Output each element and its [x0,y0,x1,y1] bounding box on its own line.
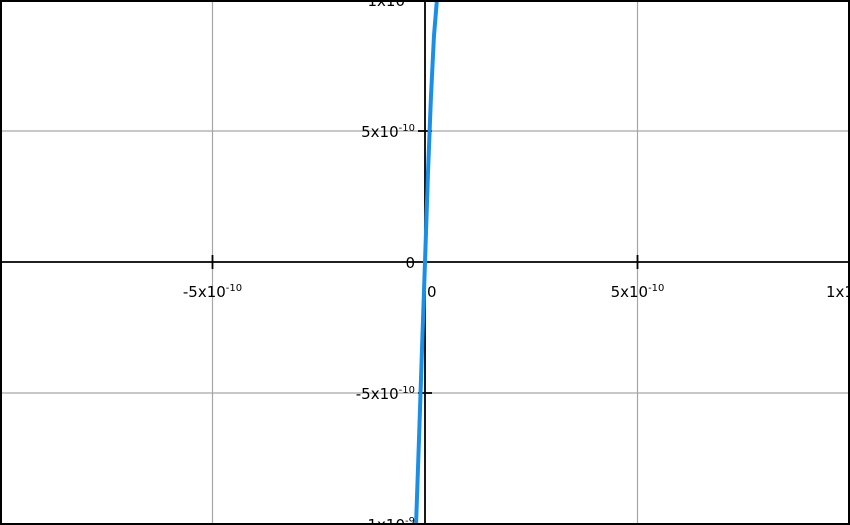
x-tick-label: 0 [427,283,437,301]
y-tick-label: 0 [405,254,415,272]
x-tick-label: 1x10-9 [826,283,850,301]
x-tick-label: -5x10-10 [183,283,242,301]
y-tick-label: -1x10-9 [362,516,415,525]
y-tick-label: -5x10-10 [356,385,415,403]
tick-labels: -5x10-1005x10-101x10-91x10-95x10-100-5x1… [183,0,850,525]
series-layer [414,0,439,525]
y-tick-label: 5x10-10 [361,123,415,141]
series-line-0 [414,0,439,525]
x-tick-label: 5x10-10 [611,283,665,301]
